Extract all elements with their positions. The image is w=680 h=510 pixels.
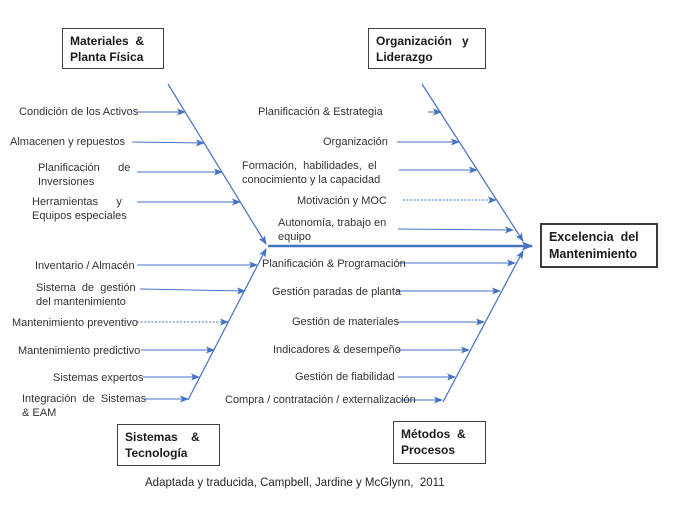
cause-arrow-sistemas-1 xyxy=(139,287,246,295)
cause-label-herramientas-equipos: Herramientas y Equipos especiales xyxy=(32,196,127,222)
cause-label-condicion-activos: Condición de los Activos xyxy=(19,106,139,118)
cause-label-formacion-habilidades: Formación, habilidades, el conocimiento … xyxy=(242,160,381,186)
bone-bottom-right xyxy=(442,250,524,403)
cause-label-compra-contratacion: Compra / contratación / externalización xyxy=(225,394,416,406)
bone-top-right xyxy=(421,83,524,242)
cause-label-planificacion-inversiones: Planificación de Inversiones xyxy=(38,162,131,188)
cause-label-planificacion-estrategia: Planificación & Estrategia xyxy=(258,106,383,118)
cause-label-planificacion-programacion: Planificación & Programación xyxy=(262,258,406,270)
cause-label-gestion-materiales: Gestión de materiales xyxy=(292,316,399,328)
source-caption: Adaptada y traducida, Campbell, Jardine … xyxy=(145,477,445,489)
cause-arrow-materiales-1 xyxy=(131,139,205,147)
category-box-metodos: Métodos & Procesos xyxy=(393,421,486,464)
cause-label-gestion-paradas: Gestión paradas de planta xyxy=(272,286,402,298)
cause-label-gestion-fiabilidad: Gestión de fiabilidad xyxy=(295,371,395,383)
cause-label-sistema-gestion: Sistema de gestión del mantenimiento xyxy=(36,282,136,308)
bone-bottom-left xyxy=(187,248,267,401)
cause-label-organizacion: Organización xyxy=(323,136,388,148)
cause-label-autonomia-equipo: Autonomía, trabajo en equipo xyxy=(278,217,387,243)
cause-label-integracion-eam: Integración de Sistemas & EAM xyxy=(22,393,147,419)
category-box-materiales: Materiales & Planta Física xyxy=(62,28,164,69)
cause-label-indicadores-desempeno: Indicadores & desempeño xyxy=(273,344,401,356)
cause-label-mantenimiento-preventivo: Mantenimiento preventivo xyxy=(12,317,138,329)
cause-label-almacenen-repuestos: Almacenen y repuestos xyxy=(10,136,125,148)
result-box-excelencia: Excelencia del Mantenimiento xyxy=(540,223,658,268)
cause-arrow-organizacion-4 xyxy=(397,226,514,234)
cause-label-mantenimiento-predictivo: Mantenimiento predictivo xyxy=(18,345,141,357)
cause-label-motivacion-moc: Motivación y MOC xyxy=(297,195,387,207)
category-box-organizacion: Organización y Liderazgo xyxy=(368,28,486,69)
cause-label-inventario-almacen: Inventario / Almacén xyxy=(35,260,135,272)
cause-label-sistemas-expertos: Sistemas expertos xyxy=(53,372,144,384)
category-box-sistemas: Sistemas & Tecnología xyxy=(117,424,220,466)
